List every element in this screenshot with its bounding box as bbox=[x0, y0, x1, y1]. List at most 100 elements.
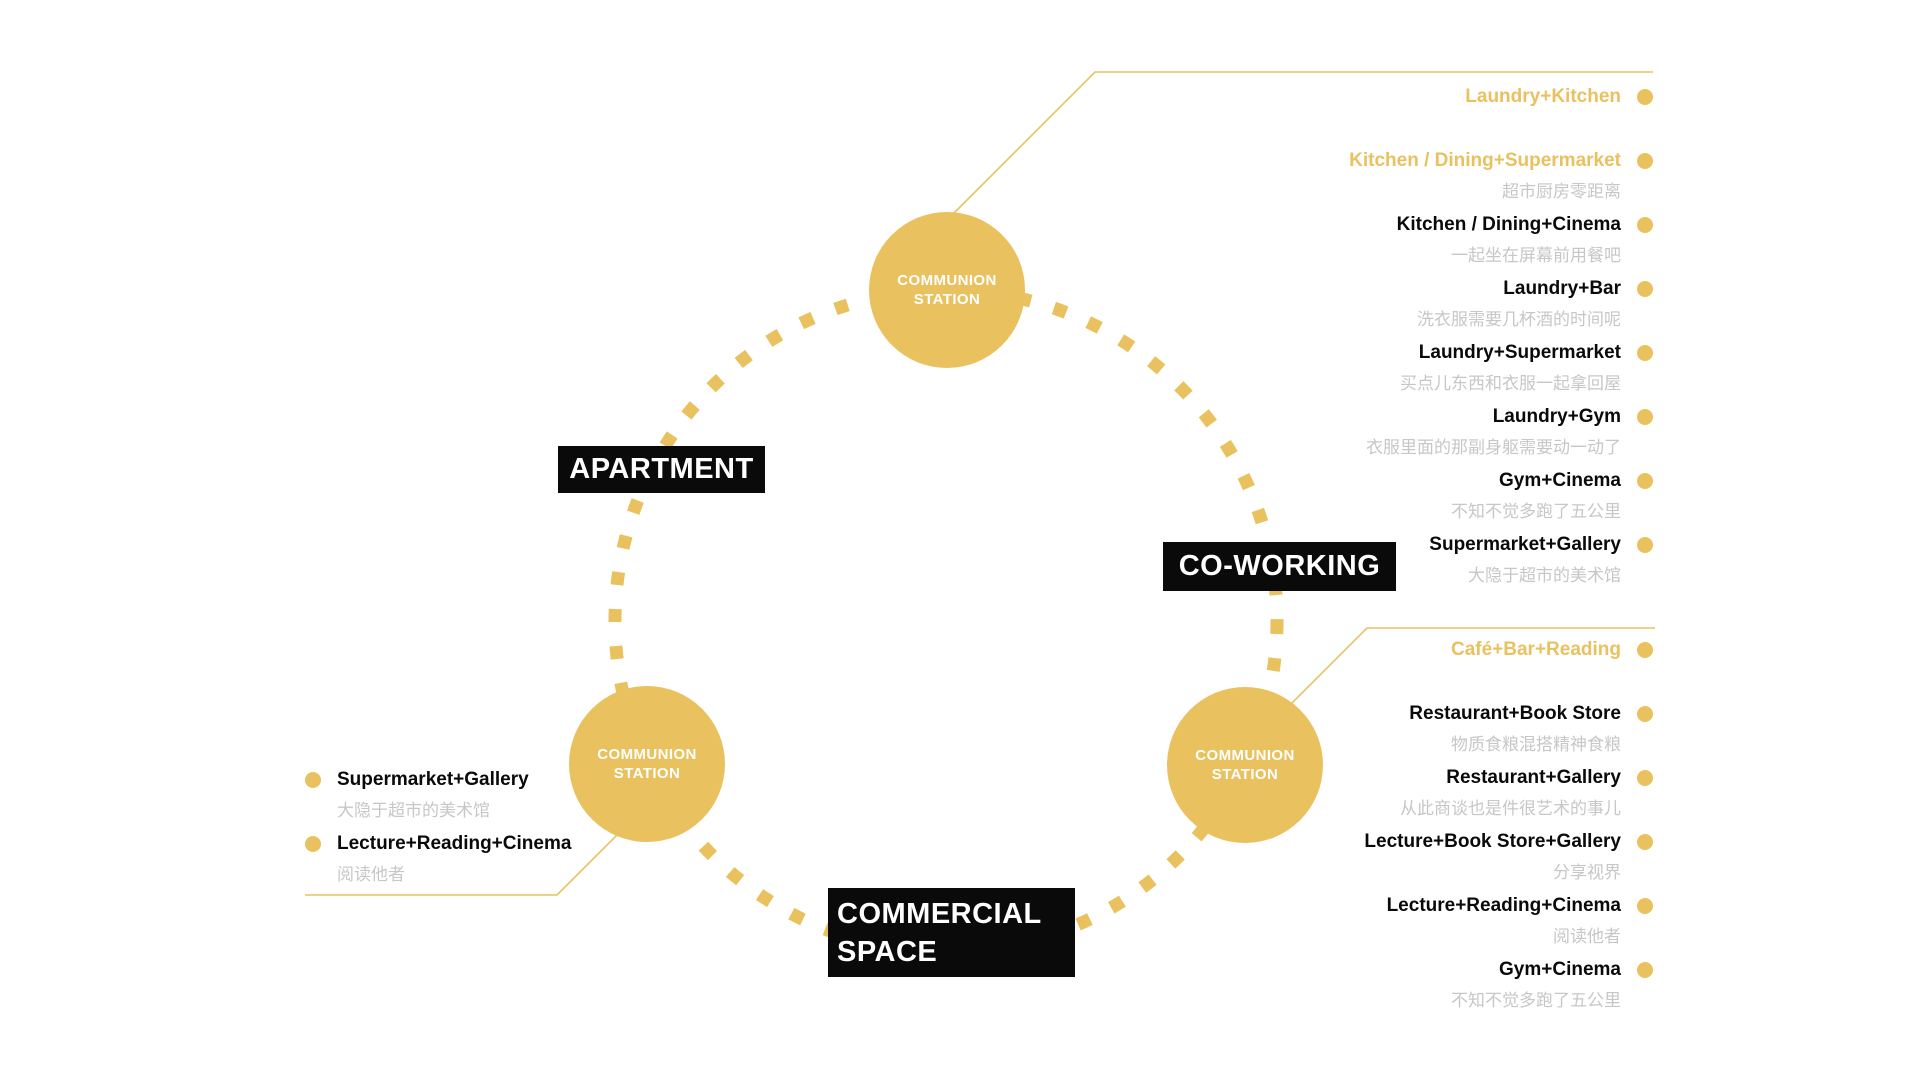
combo-text: Laundry+Bar 洗衣服需要几杯酒的时间呢 bbox=[1417, 273, 1621, 335]
combo-text: Laundry+Supermarket 买点儿东西和衣服一起拿回屋 bbox=[1400, 337, 1621, 399]
combo-list-commercial: Supermarket+Gallery 大隐于超市的美术馆 Lecture+Re… bbox=[305, 764, 571, 892]
combo-list-item: Kitchen / Dining+Cinema 一起坐在屏幕前用餐吧 bbox=[1349, 209, 1653, 273]
combo-list-item: Laundry+Bar 洗衣服需要几杯酒的时间呢 bbox=[1349, 273, 1653, 337]
combo-list-item: Laundry+Gym 衣服里面的那副身躯需要动一动了 bbox=[1349, 401, 1653, 465]
bullet-dot-icon bbox=[1637, 898, 1653, 914]
combo-title: Café+Bar+Reading bbox=[1450, 639, 1621, 660]
combo-list-item: Lecture+Book Store+Gallery 分享视界 bbox=[1364, 826, 1653, 890]
combo-list-item: Lecture+Reading+Cinema 阅读他者 bbox=[305, 828, 571, 892]
combo-title: Lecture+Book Store+Gallery bbox=[1364, 831, 1621, 852]
zone-label-commercial-line1: COMMERCIAL bbox=[837, 897, 1042, 930]
combo-title: Laundry+Kitchen bbox=[1465, 86, 1621, 107]
combo-title: Laundry+Supermarket bbox=[1418, 342, 1621, 363]
combo-text: Laundry+Kitchen bbox=[1465, 81, 1621, 143]
combo-subtitle: 阅读他者 bbox=[337, 865, 405, 884]
combo-text: Lecture+Reading+Cinema 阅读他者 bbox=[337, 828, 571, 890]
station-node-top: COMMUNION STATION bbox=[869, 212, 1025, 368]
combo-title: Lecture+Reading+Cinema bbox=[337, 833, 572, 854]
bullet-dot-icon bbox=[305, 836, 321, 852]
combo-subtitle: 洗衣服需要几杯酒的时间呢 bbox=[1417, 310, 1621, 329]
combo-title: Lecture+Reading+Cinema bbox=[1386, 895, 1621, 916]
combo-list-item: Gym+Cinema 不知不觉多跑了五公里 bbox=[1349, 465, 1653, 529]
combo-title: Kitchen / Dining+Supermarket bbox=[1349, 150, 1621, 171]
combo-text: Restaurant+Gallery 从此商谈也是件很艺术的事儿 bbox=[1400, 762, 1621, 824]
bullet-dot-icon bbox=[1637, 706, 1653, 722]
bullet-dot-icon bbox=[1637, 89, 1653, 105]
combo-title: Restaurant+Gallery bbox=[1446, 767, 1621, 788]
combo-list-item: Kitchen / Dining+Supermarket 超市厨房零距离 bbox=[1349, 145, 1653, 209]
combo-subtitle: 大隐于超市的美术馆 bbox=[1468, 566, 1621, 585]
station-label-line1: COMMUNION bbox=[897, 272, 997, 289]
callout-line-coworking-combos bbox=[1269, 627, 1655, 726]
combo-subtitle: 一起坐在屏幕前用餐吧 bbox=[1451, 246, 1621, 265]
combo-text: Gym+Cinema 不知不觉多跑了五公里 bbox=[1451, 465, 1621, 527]
combo-title: Supermarket+Gallery bbox=[1429, 534, 1621, 555]
combo-text: Lecture+Reading+Cinema 阅读他者 bbox=[1387, 890, 1621, 952]
combo-title: Gym+Cinema bbox=[1499, 470, 1621, 491]
combo-text: Supermarket+Gallery 大隐于超市的美术馆 bbox=[1429, 529, 1621, 591]
combo-subtitle: 物质食粮混搭精神食粮 bbox=[1451, 735, 1621, 754]
combo-subtitle bbox=[1465, 113, 1621, 143]
combo-title: Restaurant+Book Store bbox=[1409, 703, 1621, 724]
combo-subtitle: 买点儿东西和衣服一起拿回屋 bbox=[1400, 374, 1621, 393]
combo-list-item: Gym+Cinema 不知不觉多跑了五公里 bbox=[1364, 954, 1653, 1018]
zone-label-coworking: CO-WORKING bbox=[1163, 542, 1396, 591]
combo-subtitle: 不知不觉多跑了五公里 bbox=[1451, 502, 1621, 521]
station-node-bottom-right: COMMUNION STATION bbox=[1167, 687, 1323, 843]
combo-subtitle: 大隐于超市的美术馆 bbox=[337, 801, 490, 820]
combo-text: Gym+Cinema 不知不觉多跑了五公里 bbox=[1451, 954, 1621, 1016]
zone-label-commercial-space: COMMERCIAL SPACE bbox=[828, 888, 1075, 977]
combo-list-apartment: Laundry+Kitchen Kitchen / Dining+Superma… bbox=[1349, 81, 1653, 593]
combo-text: Supermarket+Gallery 大隐于超市的美术馆 bbox=[337, 764, 529, 826]
combo-subtitle bbox=[1451, 666, 1621, 696]
station-label-line2: STATION bbox=[1211, 766, 1279, 783]
station-label-line1: COMMUNION bbox=[1195, 747, 1295, 764]
bullet-dot-icon bbox=[1637, 770, 1653, 786]
combo-list-item: Supermarket+Gallery 大隐于超市的美术馆 bbox=[305, 764, 571, 828]
bullet-dot-icon bbox=[1637, 962, 1653, 978]
combo-title: Kitchen / Dining+Cinema bbox=[1396, 214, 1621, 235]
zone-label-apartment: APARTMENT bbox=[558, 446, 765, 493]
bullet-dot-icon bbox=[1637, 473, 1653, 489]
bullet-dot-icon bbox=[1637, 153, 1653, 169]
dashed-cycle-circle bbox=[608, 283, 1284, 959]
combo-text: Laundry+Gym 衣服里面的那副身躯需要动一动了 bbox=[1366, 401, 1621, 463]
bullet-dot-icon bbox=[1637, 642, 1653, 658]
combo-text: Café+Bar+Reading bbox=[1451, 634, 1621, 696]
bullet-dot-icon bbox=[1637, 537, 1653, 553]
combo-subtitle: 衣服里面的那副身躯需要动一动了 bbox=[1366, 438, 1621, 457]
combo-subtitle: 不知不觉多跑了五公里 bbox=[1451, 991, 1621, 1010]
bullet-dot-icon bbox=[305, 772, 321, 788]
combo-text: Lecture+Book Store+Gallery 分享视界 bbox=[1364, 826, 1621, 888]
combo-subtitle: 从此商谈也是件很艺术的事儿 bbox=[1400, 799, 1621, 818]
bullet-dot-icon bbox=[1637, 345, 1653, 361]
combo-list-item: Restaurant+Gallery 从此商谈也是件很艺术的事儿 bbox=[1364, 762, 1653, 826]
bullet-dot-icon bbox=[1637, 217, 1653, 233]
combo-list-item: Supermarket+Gallery 大隐于超市的美术馆 bbox=[1349, 529, 1653, 593]
combo-list-item: Café+Bar+Reading bbox=[1364, 634, 1653, 698]
combo-list-coworking: Café+Bar+Reading Restaurant+Book Store 物… bbox=[1364, 634, 1653, 1018]
combo-title: Supermarket+Gallery bbox=[337, 769, 529, 790]
combo-subtitle: 阅读他者 bbox=[1553, 927, 1621, 946]
combo-subtitle: 超市厨房零距离 bbox=[1502, 182, 1621, 201]
combo-list-item: Laundry+Kitchen bbox=[1349, 81, 1653, 145]
station-label-line2: STATION bbox=[913, 291, 981, 308]
combo-subtitle: 分享视界 bbox=[1553, 863, 1621, 882]
combo-title: Laundry+Bar bbox=[1503, 278, 1621, 299]
callout-line-apartment-combos bbox=[936, 71, 1653, 231]
combo-text: Kitchen / Dining+Cinema 一起坐在屏幕前用餐吧 bbox=[1397, 209, 1621, 271]
zone-label-commercial-line2: SPACE bbox=[837, 935, 938, 968]
combo-list-item: Restaurant+Book Store 物质食粮混搭精神食粮 bbox=[1364, 698, 1653, 762]
bullet-dot-icon bbox=[1637, 409, 1653, 425]
bullet-dot-icon bbox=[1637, 834, 1653, 850]
combo-text: Kitchen / Dining+Supermarket 超市厨房零距离 bbox=[1349, 145, 1621, 207]
combo-list-item: Lecture+Reading+Cinema 阅读他者 bbox=[1364, 890, 1653, 954]
combo-list-item: Laundry+Supermarket 买点儿东西和衣服一起拿回屋 bbox=[1349, 337, 1653, 401]
station-label-line1: COMMUNION bbox=[597, 746, 697, 763]
station-node-bottom-left: COMMUNION STATION bbox=[569, 686, 725, 842]
combo-text: Restaurant+Book Store 物质食粮混搭精神食粮 bbox=[1409, 698, 1621, 760]
bullet-dot-icon bbox=[1637, 281, 1653, 297]
combo-title: Gym+Cinema bbox=[1499, 959, 1621, 980]
combo-title: Laundry+Gym bbox=[1492, 406, 1621, 427]
